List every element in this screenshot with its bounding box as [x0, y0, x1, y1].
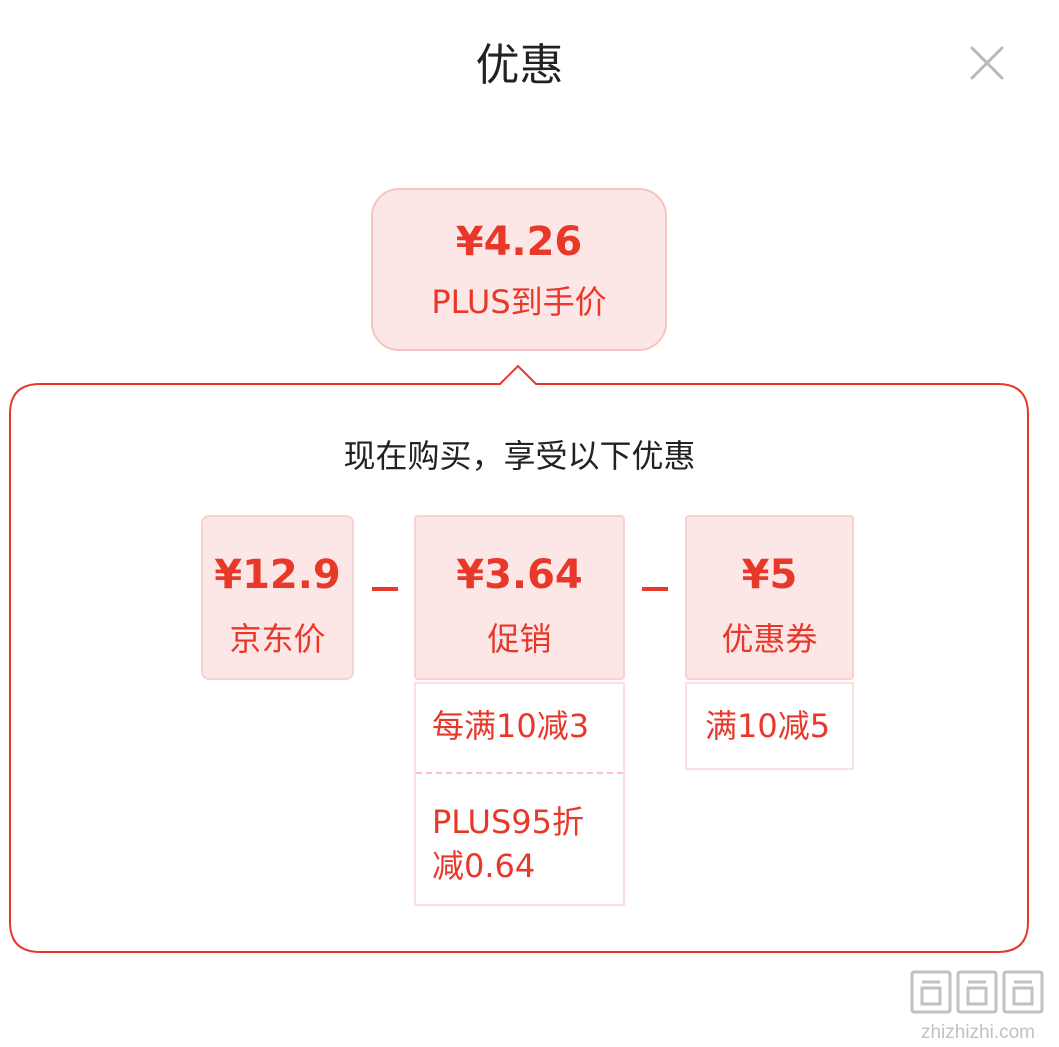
coupon-details: 满10减5	[685, 682, 854, 770]
final-price-amount: ¥4.26	[455, 219, 583, 265]
watermark-logo: zhizhizhi.com	[910, 970, 1044, 1043]
plus-final-price-box: ¥4.26 PLUS到手价	[371, 188, 667, 351]
detail-divider	[416, 772, 623, 774]
close-icon[interactable]	[966, 42, 1008, 84]
jd-price-label: 京东价	[229, 620, 326, 658]
coupon-amount: ¥5	[741, 552, 798, 598]
jd-price-amount: ¥12.9	[214, 552, 341, 598]
promotion-amount: ¥3.64	[456, 552, 583, 598]
promotion-detail-item: 每满10减3	[432, 707, 590, 745]
coupon-label: 优惠券	[721, 620, 818, 658]
jd-price-chip: ¥12.9 京东价	[201, 515, 354, 680]
breakdown-subtitle: 现在购买，享受以下优惠	[343, 437, 696, 475]
final-price-label: PLUS到手价	[431, 283, 607, 321]
watermark-text: zhizhizhi.com	[921, 1022, 1035, 1043]
coupon-chip[interactable]: ¥5 优惠券	[685, 515, 854, 680]
promotion-chip[interactable]: ¥3.64 促销	[414, 515, 625, 680]
minus-sign	[642, 587, 668, 591]
promotion-detail-item: PLUS95折减0.64	[432, 803, 584, 885]
promotion-details: 每满10减3 PLUS95折减0.64	[414, 682, 625, 906]
sheet-title: 优惠	[475, 40, 564, 91]
coupon-detail-item: 满10减5	[705, 707, 831, 745]
promotion-label: 促销	[487, 620, 552, 658]
minus-sign	[372, 587, 398, 591]
